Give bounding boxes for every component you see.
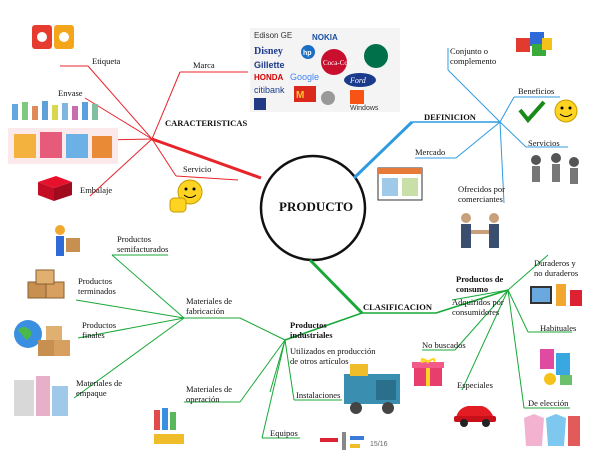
logo-disney: Disney	[254, 46, 283, 57]
market-store-icon	[374, 164, 426, 204]
logo-edison: Edison GE	[254, 31, 292, 40]
conjunto-label: Conjunto o complemento	[450, 46, 497, 66]
branch-caracteristicas	[151, 137, 262, 180]
svg-text:Ford: Ford	[349, 76, 367, 85]
utilizados-label: Utilizados en producción de otros artícu…	[290, 346, 376, 366]
logo-citibank: citibank	[254, 85, 285, 95]
branch-label-caracteristicas: CARACTERISTICAS	[165, 118, 248, 128]
branch-label-definicion: DEFINICION	[424, 112, 476, 122]
empaque-label: Materiales de empaque	[76, 378, 123, 398]
branch-clasificacion	[308, 258, 364, 315]
packaging-image	[8, 128, 118, 164]
terminados-label: Productos terminados	[78, 276, 116, 296]
svg-text:Coca-Cola: Coca-Cola	[323, 59, 354, 67]
household-items-image	[536, 345, 576, 387]
ofrecidos-label: Ofrecidos por comerciantes	[458, 184, 505, 204]
especiales-label: Especiales	[457, 380, 493, 390]
handshake-icon	[456, 210, 504, 252]
clothing-image	[520, 412, 582, 448]
office-supplies-image	[150, 404, 188, 448]
servicios-label: Servicios	[528, 138, 560, 148]
industriales-label: Productos industriales	[290, 320, 333, 340]
logo-google: Google	[290, 72, 319, 82]
containers-image	[10, 98, 106, 122]
consumo-label: Productos de consumo	[456, 274, 504, 294]
equipos-label: Equipos	[270, 428, 298, 438]
center-circle	[259, 154, 367, 262]
instalaciones-label: Instalaciones	[296, 390, 341, 400]
machinery-image	[340, 360, 404, 416]
durable-goods-image	[528, 282, 584, 310]
envase-label: Envase	[58, 88, 83, 98]
brand-logos-collage: Edison GE NOKIA Disney hp Coca-Cola Gill…	[250, 28, 400, 112]
marca-label: Marca	[193, 60, 215, 70]
servicio-label: Servicio	[183, 164, 212, 174]
worker-boxes-image	[48, 222, 82, 264]
branch-label-clasificacion: CLASIFICACION	[363, 302, 432, 312]
puzzle-icon	[514, 28, 554, 58]
check-smiley-icon	[516, 98, 580, 124]
materiales-operacion-label: Materiales de operación	[186, 384, 233, 404]
shipping-box-image	[34, 174, 74, 202]
branch-definicion	[352, 120, 414, 180]
svg-text:hp: hp	[303, 50, 312, 57]
logo-nokia: NOKIA	[312, 33, 338, 42]
logo-honda: HONDA	[254, 73, 284, 82]
no-buscados-label: No buscados	[422, 340, 466, 350]
habituales-label: Habituales	[540, 323, 577, 333]
logo-gillette: Gillette	[254, 60, 285, 70]
beneficios-label: Beneficios	[518, 86, 555, 96]
svg-text:M: M	[296, 90, 304, 101]
mercado-label: Mercado	[415, 147, 446, 157]
adquiridos-label: Adquiridos por consumidores	[452, 297, 504, 317]
thumbs-up-icon	[166, 176, 206, 216]
page-number: 15/16	[370, 441, 388, 448]
label-image	[30, 22, 78, 52]
semifacturados-label: Productos semifacturados	[117, 234, 169, 254]
finales-label: Productos finales	[82, 320, 116, 340]
gift-box-icon	[410, 356, 446, 388]
tools-image	[318, 428, 366, 452]
duraderos-label: Duraderos y no duraderos	[534, 258, 579, 278]
center-label: PRODUCTO	[279, 199, 354, 214]
stacked-boxes-image	[24, 268, 70, 302]
materiales-fabricacion-label: Materiales de fabricación	[186, 296, 233, 316]
logo-windows: Windows	[350, 105, 379, 112]
packaging-materials-image	[10, 372, 72, 424]
eleccion-label: De elección	[528, 398, 569, 408]
globe-boxes-image	[8, 318, 76, 364]
etiqueta-label: Etiqueta	[92, 56, 121, 66]
embalaje-label: Embalaje	[80, 185, 113, 195]
red-car-icon	[452, 400, 498, 428]
service-people-icon	[526, 150, 586, 192]
